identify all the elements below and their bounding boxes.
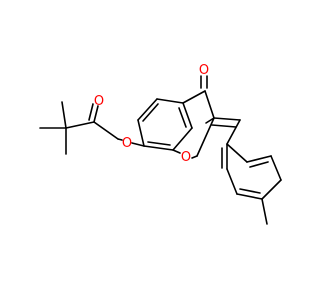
bond bbox=[270, 155, 282, 181]
bond bbox=[191, 155, 198, 159]
furanone-ring bbox=[172, 75, 215, 159]
bond bbox=[226, 119, 241, 145]
ester-ether-oxygen-label: O bbox=[122, 136, 132, 151]
bond bbox=[213, 117, 241, 121]
bond bbox=[249, 161, 269, 168]
bond bbox=[137, 98, 158, 121]
bond bbox=[246, 155, 272, 163]
bond bbox=[93, 121, 119, 140]
bond bbox=[226, 143, 248, 163]
bond bbox=[117, 138, 123, 141]
bond bbox=[204, 90, 215, 119]
bond bbox=[205, 117, 215, 124]
bond bbox=[261, 179, 282, 200]
bond bbox=[226, 168, 238, 195]
bond bbox=[65, 121, 95, 129]
bond bbox=[182, 102, 193, 129]
bond bbox=[172, 149, 181, 154]
tert-butyl-group bbox=[39, 101, 95, 155]
bond bbox=[172, 127, 193, 151]
tolyl-ring bbox=[221, 143, 282, 225]
bond bbox=[178, 107, 187, 128]
bond bbox=[88, 103, 94, 121]
bond bbox=[142, 103, 159, 122]
molecule-structure-diagram: O O O O bbox=[39, 63, 282, 225]
bond bbox=[93, 105, 99, 123]
structure-canvas: O O O O bbox=[39, 63, 282, 225]
benzene-ring bbox=[137, 98, 193, 151]
bond bbox=[156, 98, 184, 104]
bond bbox=[211, 124, 237, 128]
ketone-oxygen-label: O bbox=[199, 63, 209, 78]
bond bbox=[143, 145, 174, 151]
ester-group bbox=[88, 103, 145, 147]
bond bbox=[236, 193, 263, 200]
bond bbox=[61, 101, 67, 129]
furan-oxygen-label: O bbox=[181, 150, 191, 165]
methyl-bond bbox=[261, 198, 268, 225]
atom-labels: O O O O bbox=[94, 63, 209, 165]
bond bbox=[196, 117, 215, 157]
bond bbox=[239, 188, 261, 194]
bond bbox=[137, 119, 145, 147]
bond bbox=[147, 141, 171, 146]
benzylidene-group bbox=[211, 117, 241, 145]
ester-carbonyl-oxygen-label: O bbox=[94, 94, 104, 109]
bond bbox=[182, 90, 206, 104]
bond bbox=[131, 142, 145, 147]
